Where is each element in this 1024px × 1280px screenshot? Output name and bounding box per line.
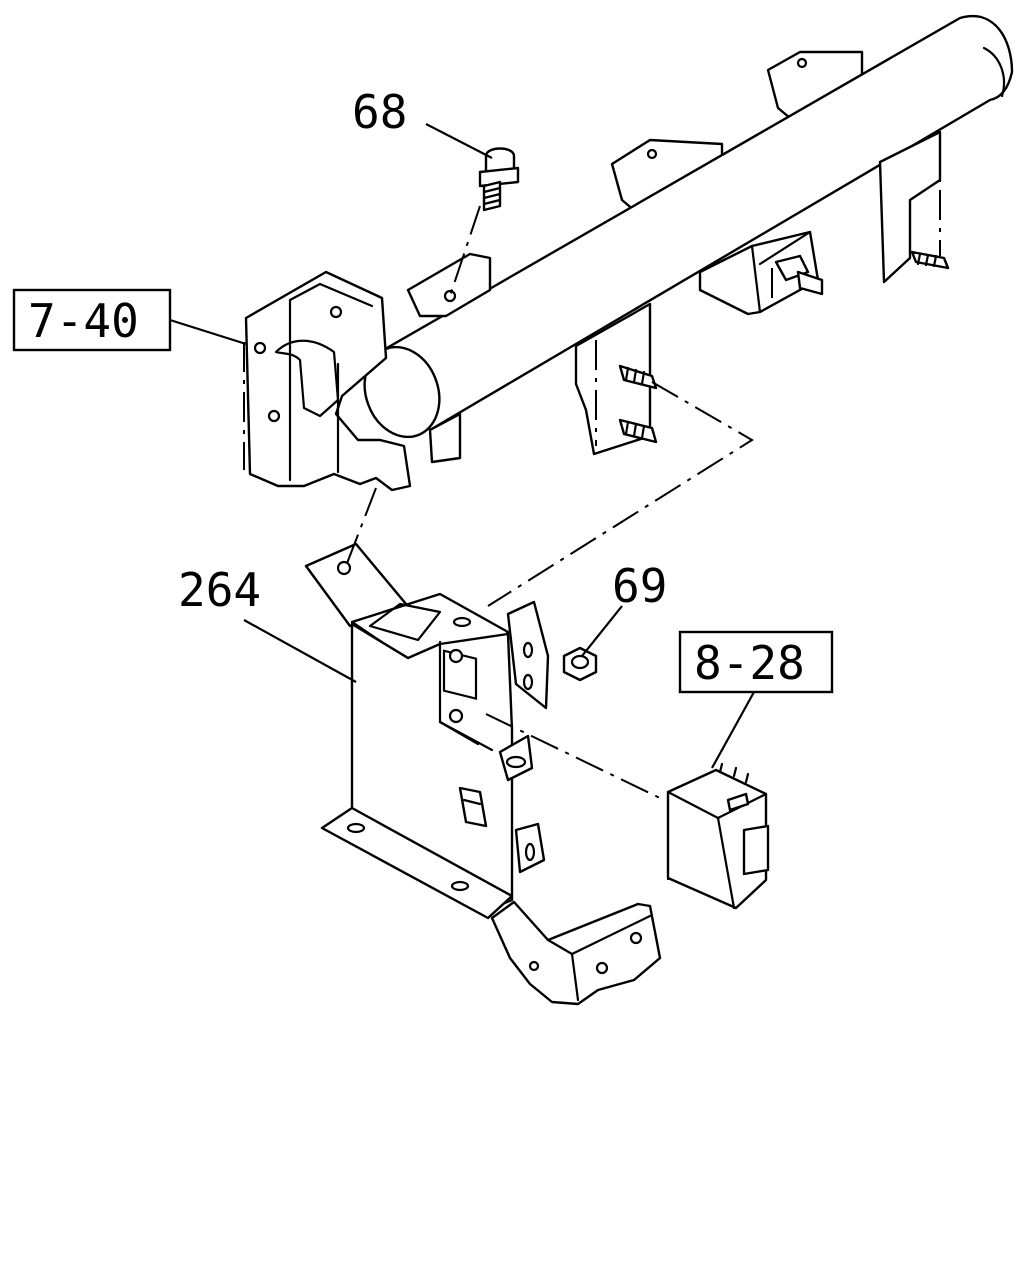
assembly-centerlines — [243, 140, 941, 880]
leader-7-40 — [169, 318, 247, 346]
beam-hanger-center — [574, 302, 652, 456]
label-69: 69 — [612, 559, 667, 613]
bolt-part — [478, 147, 520, 212]
nut-part — [562, 646, 598, 682]
leader-264 — [243, 619, 357, 683]
cross-beam-assembly — [363, 15, 1014, 464]
leader-68 — [425, 123, 493, 159]
ref-box-8-28[interactable]: 8-28 — [678, 630, 834, 694]
beam-stud-lower — [618, 418, 658, 444]
ref-box-7-40[interactable]: 7-40 — [12, 288, 172, 352]
leader-lines — [169, 123, 755, 769]
beam-hanger-right — [878, 130, 942, 284]
beam-relay-block — [698, 230, 820, 316]
upper-mount — [244, 270, 412, 492]
cross-beam-tube — [378, 15, 1014, 432]
upper-mount-body — [244, 270, 412, 492]
ref-label-8-28: 8-28 — [694, 636, 805, 690]
mounting-bracket — [304, 542, 662, 1006]
label-68: 68 — [352, 85, 407, 139]
beam-hanger-left — [428, 412, 462, 464]
label-264: 264 — [178, 563, 261, 617]
beam-stud-upper — [618, 364, 658, 390]
beam-tab-left — [406, 252, 492, 318]
leader-69 — [581, 605, 623, 657]
ref-label-7-40: 7-40 — [28, 294, 139, 348]
bracket-bottom-flange — [320, 806, 514, 920]
leader-8-28 — [711, 691, 755, 769]
beam-bolt — [774, 254, 824, 296]
control-unit — [666, 762, 770, 910]
beam-stud-right — [910, 250, 950, 270]
